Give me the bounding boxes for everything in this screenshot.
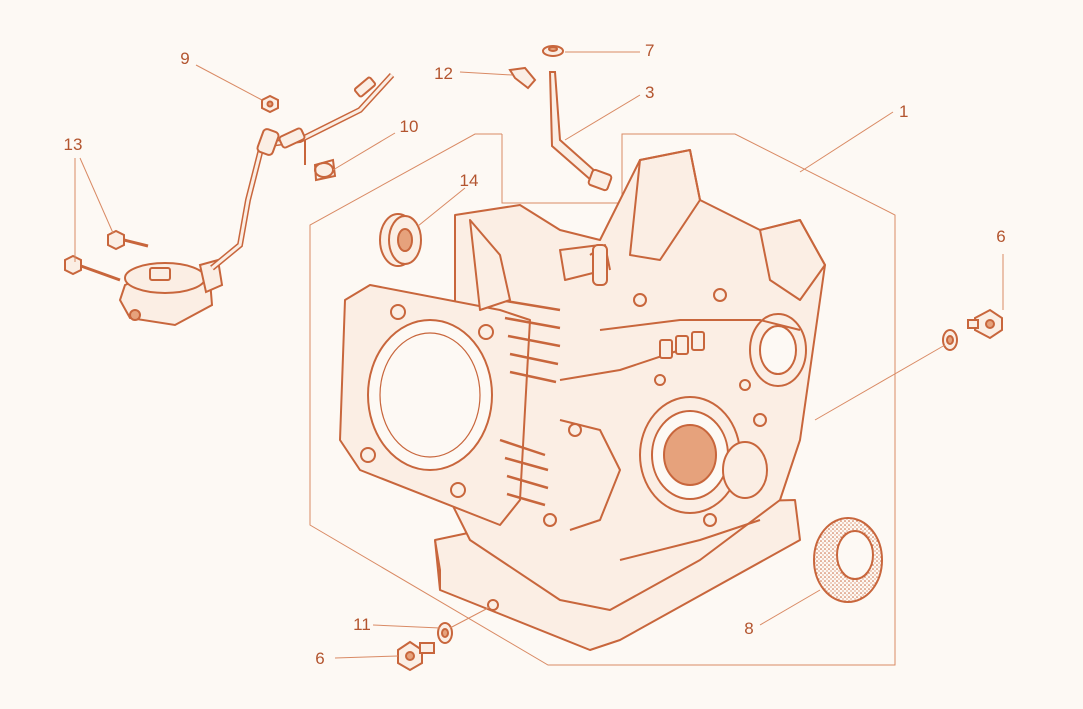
assembly-outline — [309, 133, 896, 666]
drain-bolt-bottom — [397, 640, 435, 672]
ball-bearing — [379, 213, 422, 267]
drain-hole — [487, 599, 499, 611]
retaining-clip — [508, 66, 537, 90]
washer-right — [942, 329, 958, 351]
callout-9: 9 — [180, 49, 189, 68]
washer-bottom — [437, 622, 453, 644]
callout-13: 13 — [64, 135, 83, 154]
oil-seal — [813, 517, 883, 603]
callout-14: 14 — [460, 171, 479, 190]
leader-lines — [74, 51, 1004, 659]
callout-6-bottom: 6 — [315, 649, 324, 668]
oil-level-switch — [118, 258, 224, 327]
callout-1: 1 — [899, 102, 908, 121]
callout-numbers: 1 3 7 12 14 10 9 13 6 8 11 6 — [64, 41, 1006, 668]
wire-connector — [278, 76, 377, 149]
callout-10: 10 — [400, 117, 419, 136]
callout-3: 3 — [645, 83, 654, 102]
drain-bolt-right — [967, 308, 1003, 340]
wire-clamp — [304, 140, 337, 182]
cap-washer — [542, 45, 564, 57]
sensor-nut — [261, 94, 279, 114]
sensor-bolt-lower — [64, 254, 121, 282]
sensor-bolt-upper — [107, 229, 149, 251]
callout-7: 7 — [645, 41, 654, 60]
callout-11: 11 — [353, 615, 371, 634]
callout-12: 12 — [434, 64, 453, 83]
callout-8: 8 — [744, 619, 753, 638]
callout-6-right: 6 — [996, 227, 1005, 246]
dipstick-rod — [548, 71, 613, 192]
wire-grommet — [256, 128, 280, 156]
crankcase-body — [339, 149, 826, 651]
